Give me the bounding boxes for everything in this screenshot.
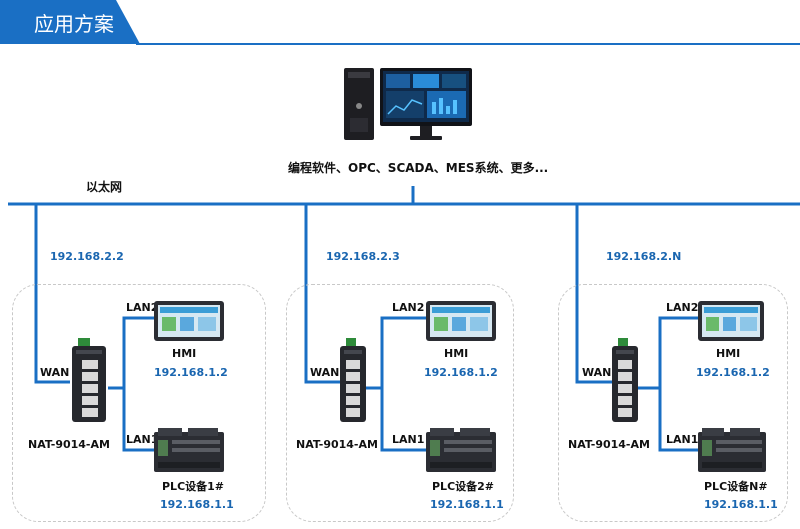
computer-caption: 编程软件、OPC、SCADA、MES系统、更多... — [288, 161, 549, 175]
group1-wiring — [34, 204, 154, 452]
group2-hmi-label: HMI — [444, 347, 469, 360]
group1-hmi-label: HMI — [172, 347, 197, 360]
group3-hmi-label: HMI — [716, 347, 741, 360]
group1-wan-ip: 192.168.2.2 — [50, 250, 124, 263]
group2-lan1-label: LAN1 — [392, 433, 425, 446]
group2-plc-icon — [426, 428, 496, 472]
group2-hmi-icon — [426, 301, 496, 341]
group2-wan-label: WAN — [310, 366, 340, 379]
group1-nat-switch-icon — [72, 338, 106, 422]
group2-wiring — [304, 204, 426, 452]
group2-device-name: NAT-9014-AM — [296, 438, 378, 451]
section-title: 应用方案 — [34, 12, 114, 36]
group3-plc-ip: 192.168.1.1 — [704, 498, 778, 511]
group1-plc-label: PLC设备1# — [162, 480, 225, 493]
ethernet-label: 以太网 — [86, 180, 123, 194]
group2-lan2-label: LAN2 — [392, 301, 425, 314]
group3-lan2-label: LAN2 — [666, 301, 699, 314]
section-header-bar — [0, 0, 140, 44]
group3-plc-label: PLC设备N# — [704, 480, 768, 493]
group2-nat-switch-icon — [340, 338, 366, 422]
desktop-computer-icon — [344, 68, 472, 140]
group2-plc-label: PLC设备2# — [432, 480, 495, 493]
group1-box — [12, 284, 266, 522]
group1-hmi-ip: 192.168.1.2 — [154, 366, 228, 379]
group3-wan-label: WAN — [582, 366, 612, 379]
group3-box — [558, 284, 788, 522]
header-underline — [136, 43, 800, 45]
group1-plc-ip: 192.168.1.1 — [160, 498, 234, 511]
group2-wan-ip: 192.168.2.3 — [326, 250, 400, 263]
group1-plc-icon — [154, 428, 224, 472]
group1-hmi-icon — [154, 301, 224, 341]
group3-hmi-icon — [698, 301, 764, 341]
group3-wan-ip: 192.168.2.N — [606, 250, 682, 263]
group1-device-name: NAT-9014-AM — [28, 438, 110, 451]
group2-plc-ip: 192.168.1.1 — [430, 498, 504, 511]
group3-lan1-label: LAN1 — [666, 433, 699, 446]
group3-wiring — [575, 204, 698, 452]
group3-hmi-ip: 192.168.1.2 — [696, 366, 770, 379]
group2-box — [286, 284, 514, 522]
group3-plc-icon — [698, 428, 766, 472]
group3-nat-switch-icon — [612, 338, 638, 422]
group1-lan2-label: LAN2 — [126, 301, 159, 314]
group1-wan-label: WAN — [40, 366, 70, 379]
group1-lan1-label: LAN1 — [126, 433, 159, 446]
group2-hmi-ip: 192.168.1.2 — [424, 366, 498, 379]
group3-device-name: NAT-9014-AM — [568, 438, 650, 451]
